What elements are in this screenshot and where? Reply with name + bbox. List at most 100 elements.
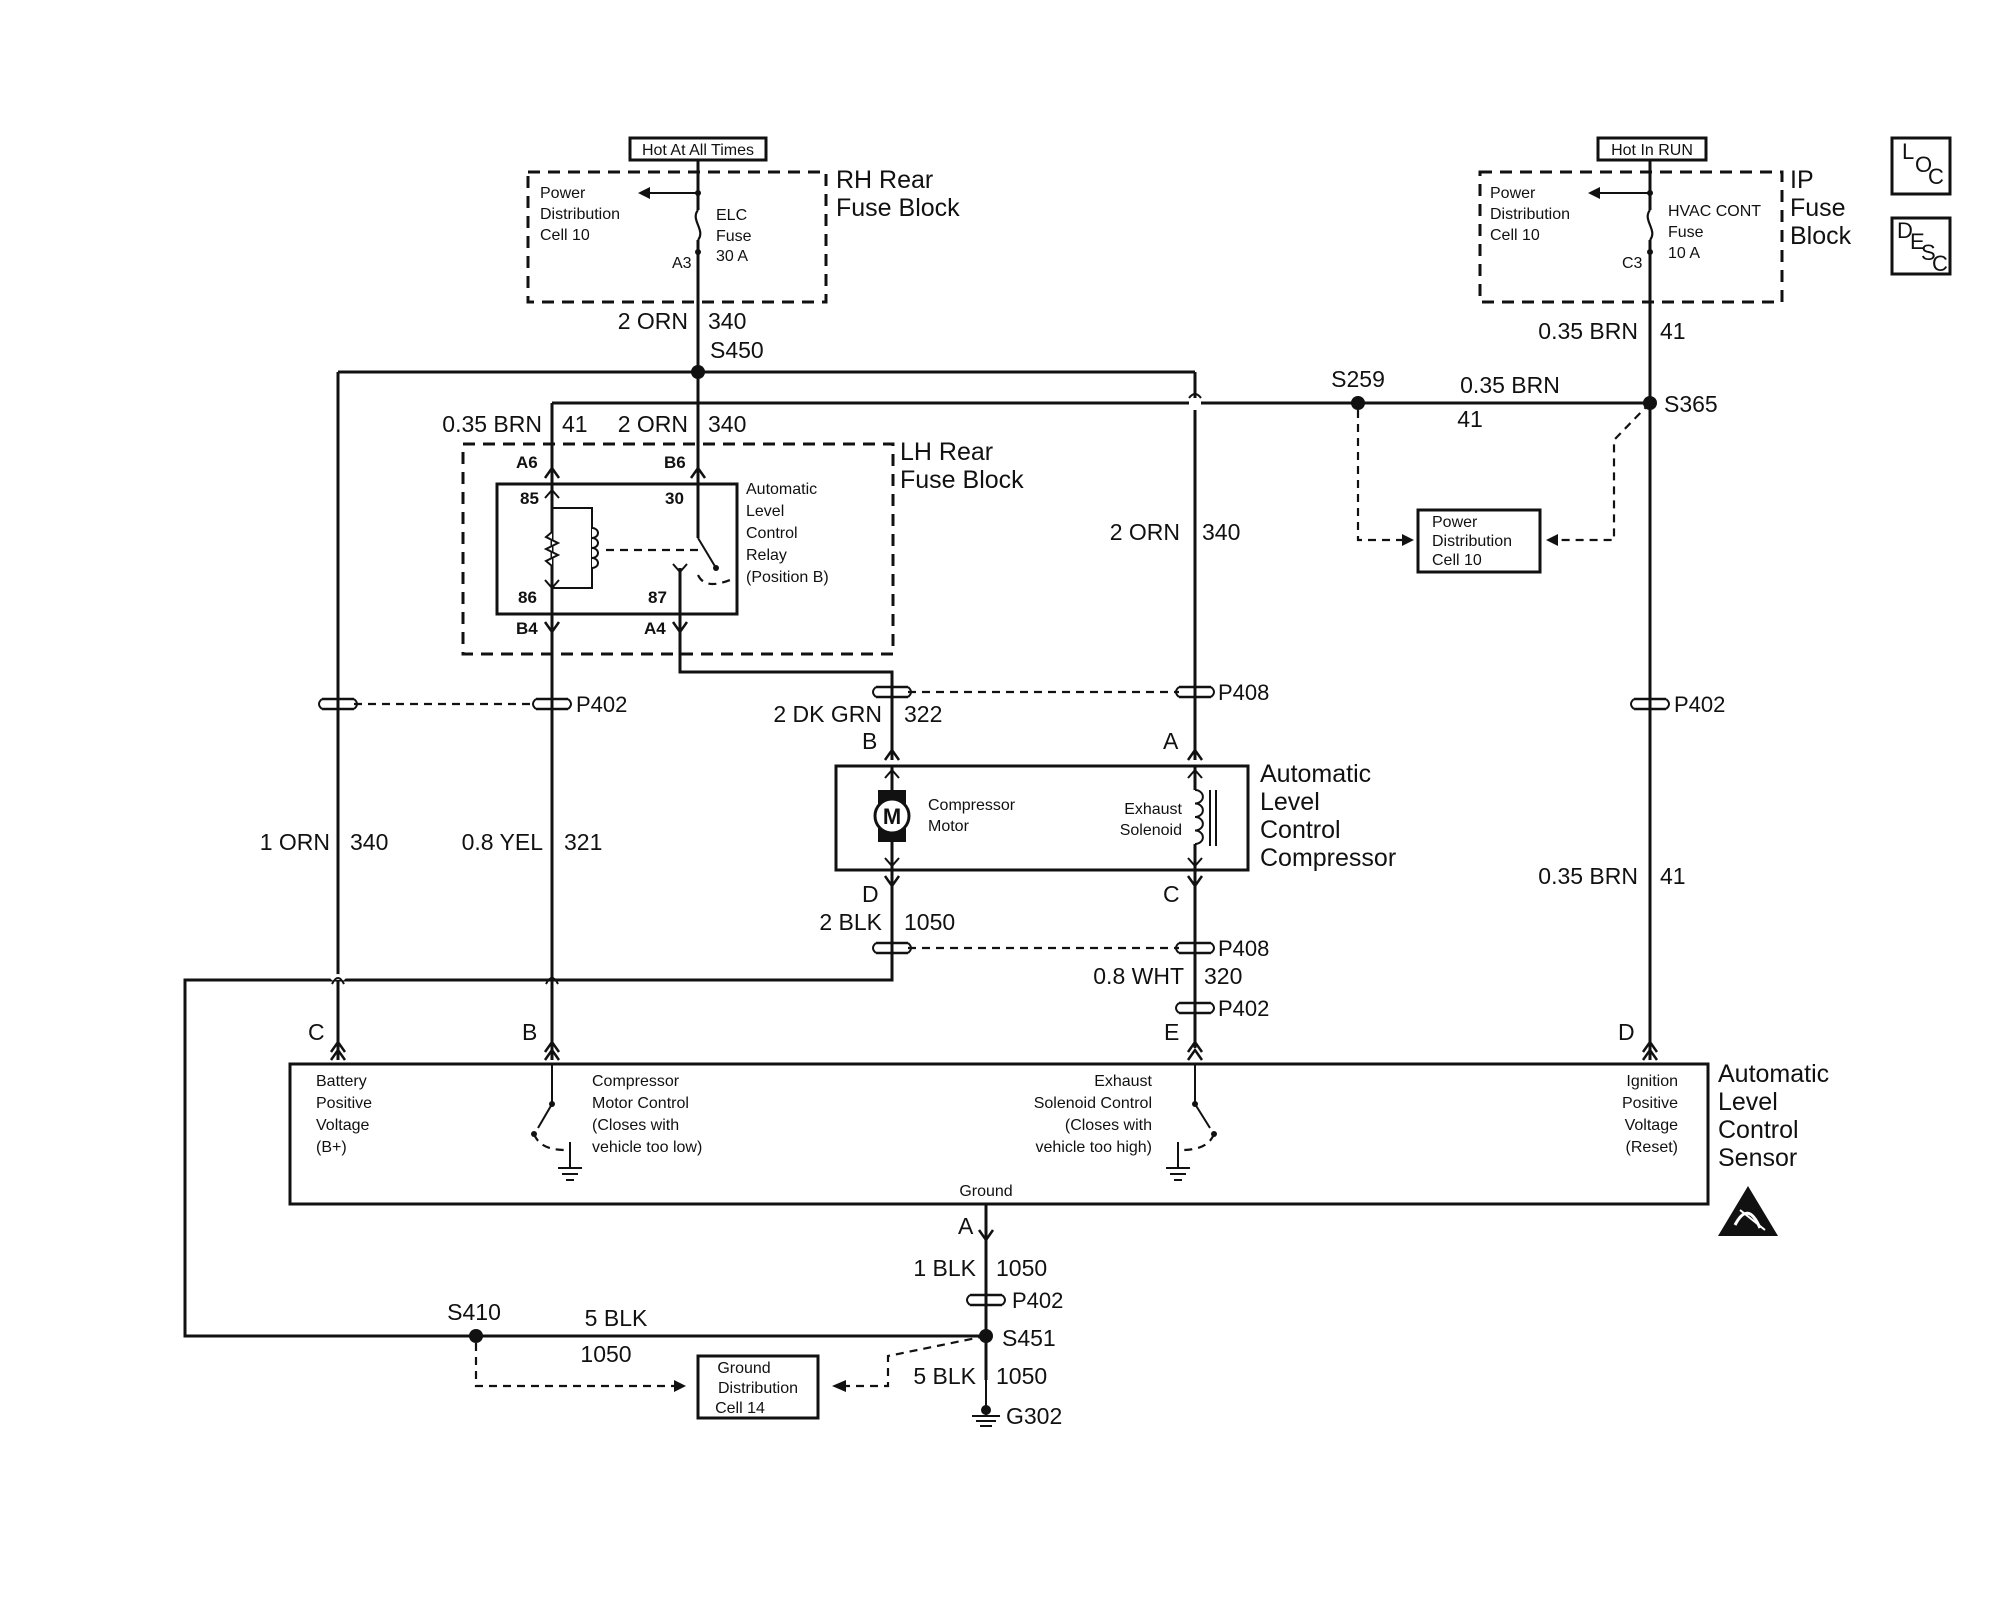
ground-distribution-cell-box[interactable] bbox=[696, 1354, 820, 1420]
svg-text:(B+): (B+) bbox=[316, 1139, 347, 1156]
svg-text:Positive: Positive bbox=[1622, 1095, 1678, 1112]
desc-letter-c: C bbox=[1932, 251, 1948, 276]
svg-text:0.8 YEL: 0.8 YEL bbox=[462, 829, 544, 855]
description-icon[interactable]: D E S C bbox=[1890, 216, 1952, 276]
svg-text:A: A bbox=[958, 1213, 974, 1239]
loc-letter-o: O bbox=[1915, 152, 1932, 177]
svg-text:P402: P402 bbox=[1218, 996, 1269, 1021]
svg-text:Positive: Positive bbox=[316, 1095, 372, 1112]
svg-text:Cell 14: Cell 14 bbox=[715, 1400, 765, 1417]
svg-text:C3: C3 bbox=[1622, 255, 1643, 272]
svg-text:340: 340 bbox=[1202, 519, 1240, 545]
svg-text:vehicle too high): vehicle too high) bbox=[1035, 1139, 1152, 1156]
svg-text:Voltage: Voltage bbox=[316, 1117, 369, 1134]
svg-text:P408: P408 bbox=[1218, 936, 1269, 961]
svg-text:1050: 1050 bbox=[580, 1341, 631, 1367]
svg-text:Compressor: Compressor bbox=[592, 1073, 680, 1090]
svg-text:5 BLK: 5 BLK bbox=[913, 1363, 976, 1389]
svg-text:Control: Control bbox=[1718, 1116, 1799, 1144]
svg-text:Fuse: Fuse bbox=[1668, 224, 1704, 241]
svg-text:86: 86 bbox=[518, 588, 537, 607]
desc-letter-s: S bbox=[1921, 240, 1936, 265]
svg-text:2 ORN: 2 ORN bbox=[1110, 519, 1180, 545]
svg-text:S410: S410 bbox=[447, 1299, 501, 1325]
svg-text:Ground: Ground bbox=[717, 1360, 770, 1377]
ground-g302-icon bbox=[972, 1380, 1000, 1427]
rh-fuse-block-title-2: Fuse Block bbox=[836, 194, 960, 222]
rh-rear-fuse-block bbox=[526, 170, 828, 304]
svg-text:Distribution: Distribution bbox=[540, 206, 620, 223]
svg-text:P402: P402 bbox=[576, 692, 627, 717]
svg-text:0.35 BRN: 0.35 BRN bbox=[1538, 318, 1638, 344]
compressor-control-switch-icon bbox=[531, 1064, 582, 1181]
svg-text:2 ORN: 2 ORN bbox=[618, 411, 688, 437]
svg-text:340: 340 bbox=[708, 308, 746, 334]
svg-text:A: A bbox=[1163, 728, 1179, 754]
svg-text:41: 41 bbox=[1457, 406, 1483, 432]
svg-text:S365: S365 bbox=[1664, 391, 1718, 417]
svg-text:1050: 1050 bbox=[996, 1255, 1047, 1281]
svg-text:Cell 10: Cell 10 bbox=[1432, 552, 1482, 569]
svg-text:Solenoid Control: Solenoid Control bbox=[1034, 1095, 1152, 1112]
svg-text:D: D bbox=[1618, 1019, 1635, 1045]
svg-text:Distribution: Distribution bbox=[1490, 206, 1570, 223]
exhaust-control-switch-icon bbox=[1166, 1064, 1217, 1181]
svg-text:320: 320 bbox=[1204, 963, 1242, 989]
rh-fuse-block-title-1: RH Rear bbox=[836, 166, 933, 194]
svg-text:0.35 BRN: 0.35 BRN bbox=[1538, 863, 1638, 889]
svg-text:Solenoid: Solenoid bbox=[1120, 822, 1182, 839]
loc-letter-c: C bbox=[1928, 164, 1944, 189]
svg-text:A3: A3 bbox=[672, 255, 692, 272]
svg-text:ELC: ELC bbox=[716, 207, 747, 224]
svg-text:M: M bbox=[883, 804, 901, 829]
esd-warning-icon bbox=[1718, 1186, 1778, 1236]
svg-text:0.8 WHT: 0.8 WHT bbox=[1093, 963, 1184, 989]
svg-text:30 A: 30 A bbox=[716, 248, 748, 265]
svg-text:vehicle too low): vehicle too low) bbox=[592, 1139, 702, 1156]
svg-text:S451: S451 bbox=[1002, 1325, 1056, 1351]
svg-text:Battery: Battery bbox=[316, 1073, 367, 1090]
location-icon[interactable]: L O C bbox=[1890, 136, 1952, 196]
svg-text:Level: Level bbox=[1718, 1088, 1778, 1116]
svg-text:2 BLK: 2 BLK bbox=[819, 909, 882, 935]
relay-coil-icon bbox=[591, 527, 599, 569]
svg-text:A6: A6 bbox=[516, 453, 538, 472]
svg-text:2 DK GRN: 2 DK GRN bbox=[773, 701, 882, 727]
power-distribution-cell-box[interactable] bbox=[1416, 508, 1542, 574]
svg-text:Level: Level bbox=[1260, 788, 1320, 816]
svg-text:87: 87 bbox=[648, 588, 667, 607]
svg-text:B: B bbox=[862, 728, 877, 754]
svg-text:(Reset): (Reset) bbox=[1626, 1139, 1678, 1156]
svg-text:Exhaust: Exhaust bbox=[1094, 1073, 1152, 1090]
svg-text:Hot In RUN: Hot In RUN bbox=[1611, 142, 1693, 159]
svg-text:Voltage: Voltage bbox=[1625, 1117, 1678, 1134]
svg-text:Automatic: Automatic bbox=[1718, 1060, 1829, 1088]
svg-text:Relay: Relay bbox=[746, 547, 787, 564]
relay-resistor-icon bbox=[543, 531, 561, 567]
svg-text:B: B bbox=[522, 1019, 537, 1045]
svg-text:(Closes with: (Closes with bbox=[1065, 1117, 1152, 1134]
svg-text:C: C bbox=[1163, 881, 1180, 907]
svg-text:IP: IP bbox=[1790, 166, 1814, 194]
svg-text:1 ORN: 1 ORN bbox=[260, 829, 330, 855]
svg-text:Motor: Motor bbox=[928, 818, 970, 835]
splice-s259 bbox=[1351, 396, 1365, 410]
svg-text:P408: P408 bbox=[1218, 680, 1269, 705]
svg-text:Block: Block bbox=[1790, 222, 1852, 250]
svg-text:Ground: Ground bbox=[959, 1183, 1012, 1200]
svg-text:5 BLK: 5 BLK bbox=[585, 1305, 648, 1331]
svg-text:Automatic: Automatic bbox=[1260, 760, 1371, 788]
svg-text:10 A: 10 A bbox=[1668, 245, 1700, 262]
desc-letter-d: D bbox=[1897, 218, 1913, 243]
svg-text:Fuse: Fuse bbox=[716, 228, 752, 245]
svg-text:P402: P402 bbox=[1674, 692, 1725, 717]
svg-text:1 BLK: 1 BLK bbox=[913, 1255, 976, 1281]
svg-text:(Position B): (Position B) bbox=[746, 569, 829, 586]
elc-fuse-icon bbox=[694, 209, 702, 241]
svg-text:340: 340 bbox=[350, 829, 388, 855]
svg-text:85: 85 bbox=[520, 489, 539, 508]
svg-text:Sensor: Sensor bbox=[1718, 1144, 1797, 1172]
svg-text:1050: 1050 bbox=[996, 1363, 1047, 1389]
svg-text:Compressor: Compressor bbox=[1260, 844, 1396, 872]
